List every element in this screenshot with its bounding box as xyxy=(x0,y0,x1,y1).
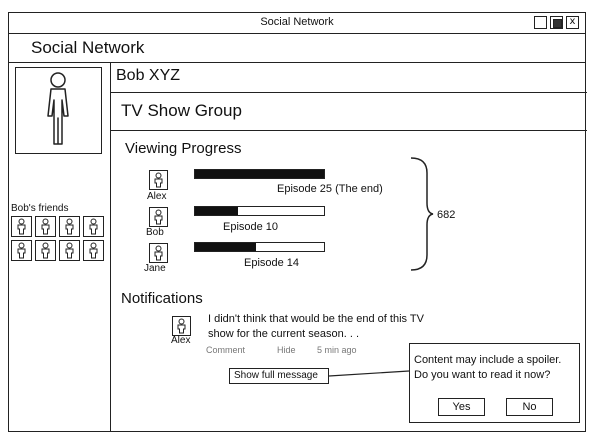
person-icon xyxy=(154,245,163,261)
spoiler-message-line: Do you want to read it now? xyxy=(414,369,551,381)
notification-text-line: show for the current season. . . xyxy=(208,328,360,340)
friend-avatar[interactable] xyxy=(35,216,56,237)
person-icon xyxy=(65,242,74,259)
person-icon xyxy=(41,218,50,235)
friends-grid xyxy=(11,216,107,261)
notification-author: Alex xyxy=(171,335,191,346)
friends-label: Bob's friends xyxy=(11,203,69,214)
spoiler-dialog: Content may include a spoiler. Do you wa… xyxy=(409,343,580,423)
person-icon xyxy=(17,242,26,259)
member-name: Alex xyxy=(147,191,167,202)
app-window: Social Network x Social Network Bob's fr… xyxy=(8,12,587,432)
maximize-button[interactable] xyxy=(550,16,563,29)
notification-time: 5 min ago xyxy=(317,345,357,355)
app-title: Social Network xyxy=(31,38,145,57)
notification-text-line: I didn't think that would be the end of … xyxy=(208,313,424,325)
member-name: Jane xyxy=(144,263,166,274)
episode-label: Episode 10 xyxy=(223,221,279,233)
profile-name[interactable]: Bob XYZ xyxy=(116,67,181,84)
person-icon xyxy=(65,218,74,235)
progress-brace xyxy=(410,157,434,271)
friend-avatar[interactable] xyxy=(59,240,80,261)
profile-name-row: Bob XYZ xyxy=(111,63,587,93)
yes-button[interactable]: Yes xyxy=(438,398,485,416)
profile-picture[interactable] xyxy=(15,67,102,154)
progress-fill xyxy=(195,207,238,215)
window-title: Social Network xyxy=(260,16,334,28)
progress-bar-bob xyxy=(194,206,325,216)
spoiler-message-line: Content may include a spoiler. xyxy=(414,354,562,366)
show-full-message-button[interactable]: Show full message xyxy=(229,368,329,384)
popup-connector xyxy=(328,370,410,377)
friend-avatar[interactable] xyxy=(35,240,56,261)
person-icon xyxy=(17,218,26,235)
person-icon xyxy=(89,218,98,235)
member-avatar-jane[interactable] xyxy=(149,243,168,263)
spoiler-message: Content may include a spoiler. Do you wa… xyxy=(414,353,580,383)
progress-fill xyxy=(195,243,256,251)
episode-label: Episode 25 (The end) xyxy=(277,183,383,195)
progress-total: 682 xyxy=(437,209,456,221)
comment-link[interactable]: Comment xyxy=(206,345,246,355)
sidebar: Bob's friends xyxy=(9,63,111,431)
friend-avatar[interactable] xyxy=(83,216,104,237)
notification-author-avatar[interactable] xyxy=(172,316,191,336)
minimize-button[interactable] xyxy=(534,16,547,29)
hide-link[interactable]: Hide xyxy=(277,345,296,355)
friend-avatar[interactable] xyxy=(83,240,104,261)
no-button[interactable]: No xyxy=(506,398,553,416)
person-icon xyxy=(41,242,50,259)
person-icon xyxy=(154,172,163,188)
viewing-progress-title: Viewing Progress xyxy=(125,140,242,157)
person-icon xyxy=(89,242,98,259)
person-icon xyxy=(47,72,69,145)
member-avatar-bob[interactable] xyxy=(149,207,168,227)
close-button[interactable]: x xyxy=(566,16,579,29)
progress-bar-jane xyxy=(194,242,325,252)
person-icon xyxy=(177,318,186,334)
member-avatar-alex[interactable] xyxy=(149,170,168,190)
friend-avatar[interactable] xyxy=(11,216,32,237)
progress-bar-alex xyxy=(194,169,325,179)
friend-avatar[interactable] xyxy=(11,240,32,261)
window-titlebar[interactable]: Social Network x xyxy=(9,13,585,34)
progress-fill xyxy=(195,170,324,178)
app-header: Social Network xyxy=(9,34,585,63)
member-name: Bob xyxy=(146,227,164,238)
person-icon xyxy=(154,209,163,225)
notification-text: I didn't think that would be the end of … xyxy=(208,312,468,342)
group-name[interactable]: TV Show Group xyxy=(121,101,242,120)
episode-label: Episode 14 xyxy=(244,257,300,269)
notifications-title: Notifications xyxy=(121,290,203,307)
friend-avatar[interactable] xyxy=(59,216,80,237)
group-row: TV Show Group xyxy=(111,93,587,131)
